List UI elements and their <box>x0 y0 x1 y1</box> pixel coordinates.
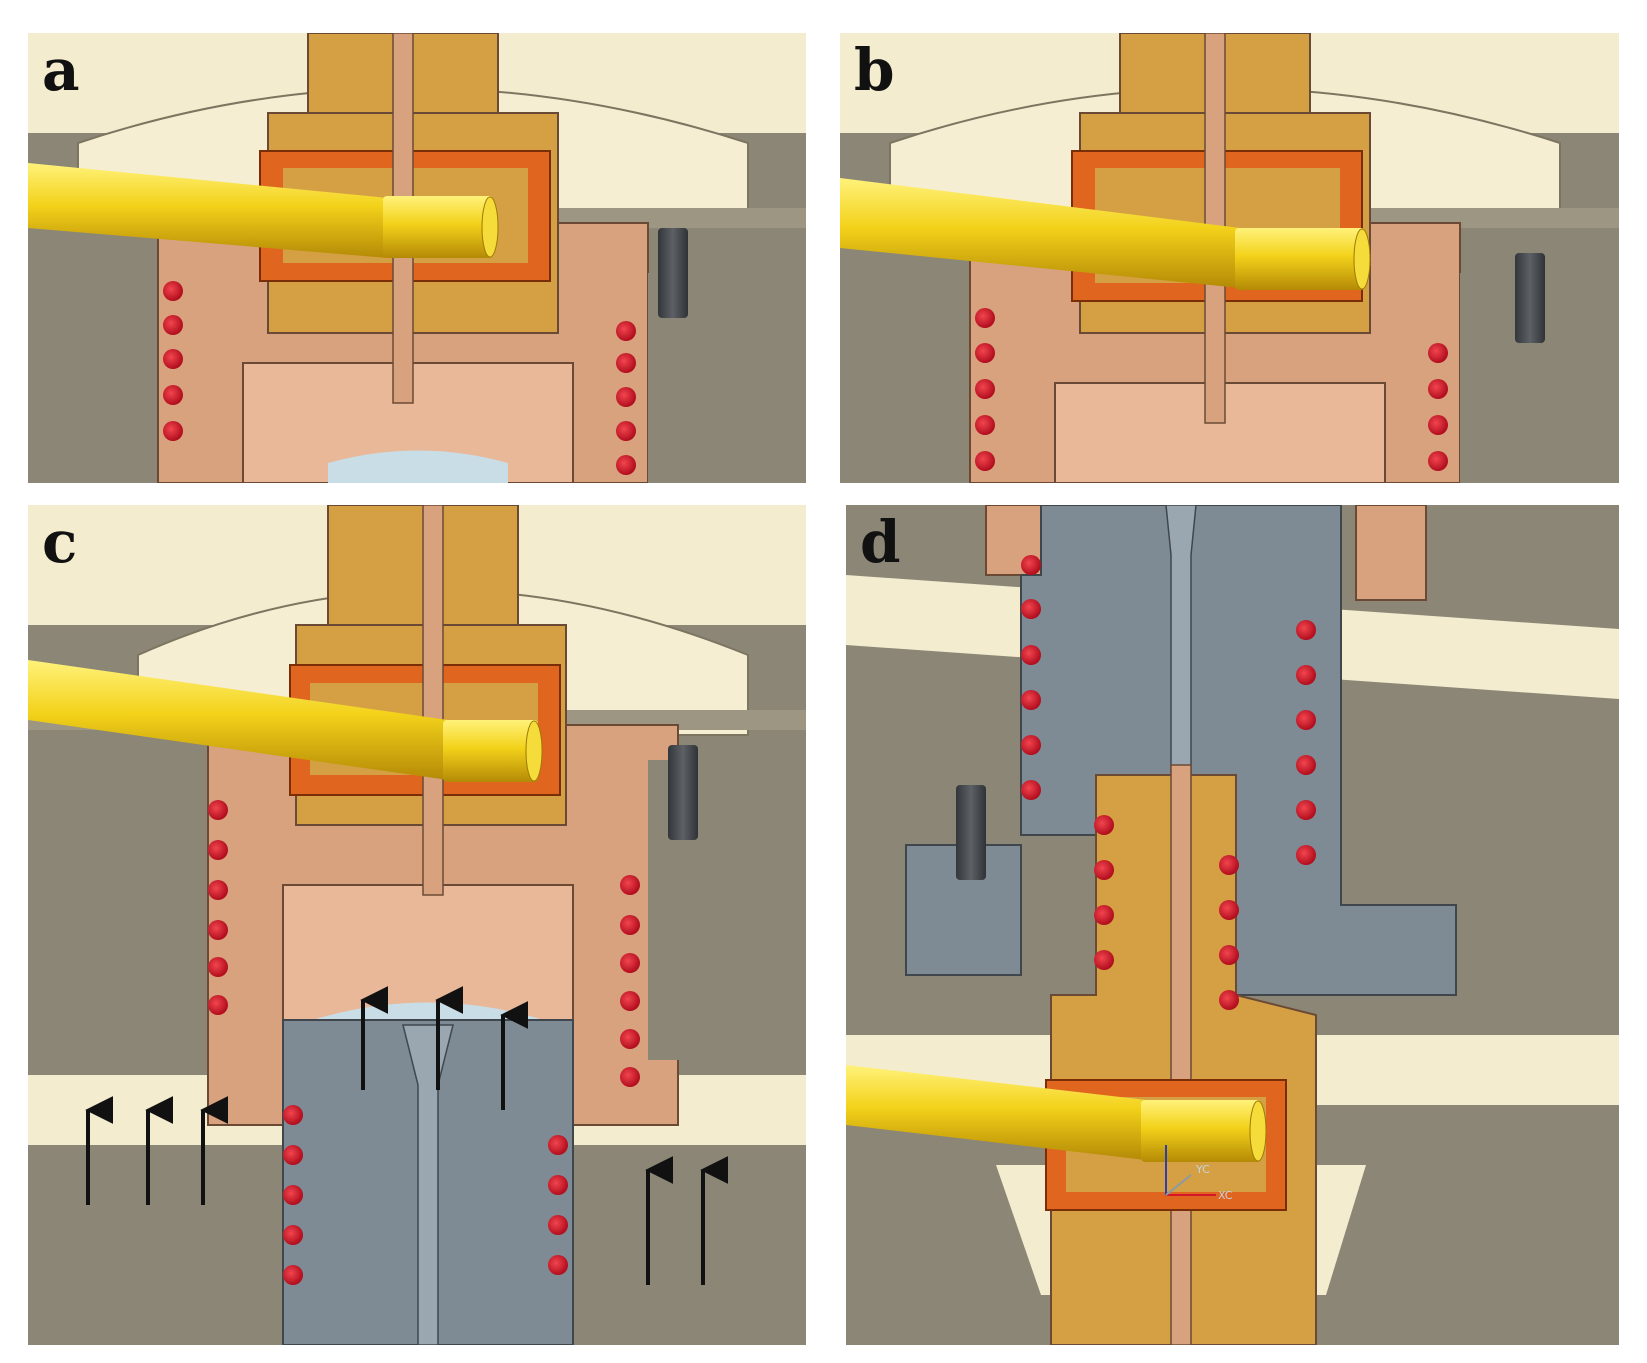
coil-right <box>1428 343 1448 471</box>
yellow-rod <box>840 178 1240 288</box>
coil-upper-right <box>1296 620 1316 865</box>
coil-upper-left <box>1021 555 1041 800</box>
up-arrows <box>85 986 729 1285</box>
coil-right <box>620 875 640 1087</box>
coil-left <box>975 308 995 471</box>
dowel-pin-icon <box>668 745 698 840</box>
dowel-pin-icon <box>1515 253 1545 343</box>
coil-left <box>163 281 183 441</box>
coil-lower-left <box>283 1105 303 1285</box>
yellow-rod <box>846 1065 1146 1160</box>
panel-d-drawing: YC XC <box>846 505 1619 1345</box>
panel-label-d: d <box>860 508 901 576</box>
panel-d: YC XC d <box>846 505 1619 1345</box>
panel-a-drawing <box>28 33 806 483</box>
coil-left <box>208 800 228 1015</box>
coil-right <box>616 321 636 475</box>
coil-nozzle <box>1094 815 1239 1010</box>
coil-lower-right <box>548 1135 568 1275</box>
panel-label-b: b <box>854 36 895 104</box>
yc-axis-label: YC <box>1195 1163 1210 1176</box>
panel-label-c: c <box>42 508 78 576</box>
yellow-rod <box>28 163 388 258</box>
dowel-pin-icon <box>956 785 986 880</box>
coordinate-triad-icon: YC XC <box>1165 1145 1233 1202</box>
dowel-pin-icon <box>658 228 688 318</box>
panel-c-drawing <box>28 505 806 1345</box>
panel-c: c <box>28 505 806 1345</box>
panel-b: b <box>840 33 1619 483</box>
panel-label-a: a <box>42 36 80 104</box>
xc-axis-label: XC <box>1218 1189 1233 1202</box>
yellow-rod <box>28 660 448 780</box>
panel-b-drawing <box>840 33 1619 483</box>
panel-a: a <box>28 33 806 483</box>
